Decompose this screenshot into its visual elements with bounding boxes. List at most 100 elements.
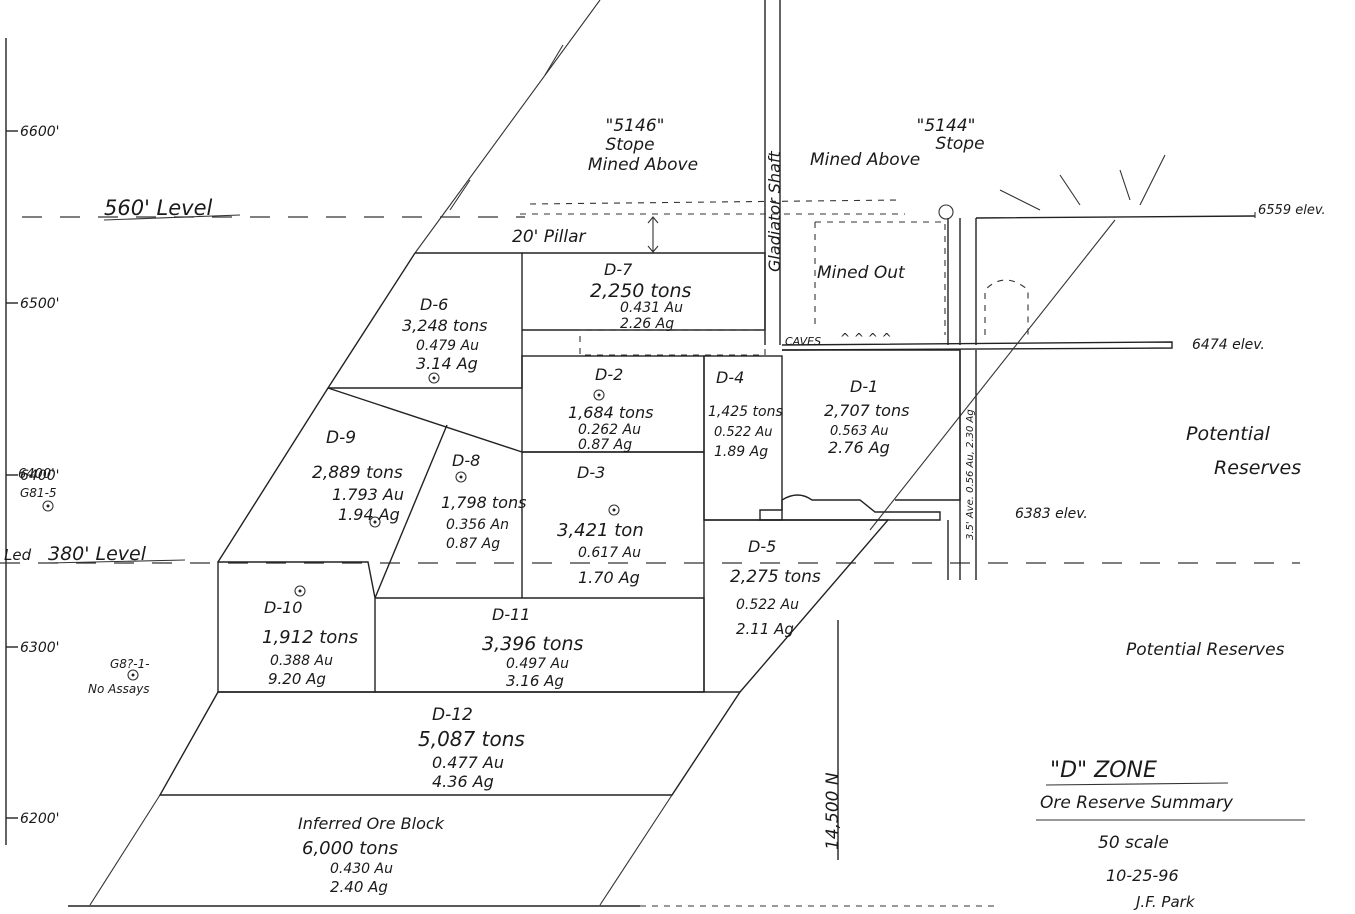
upper-drift bbox=[947, 215, 1256, 345]
level-560-label: 560' Level bbox=[104, 196, 212, 220]
d1-ag: 2.76 Ag bbox=[828, 438, 890, 457]
d7-tons: 2,250 tons bbox=[590, 280, 692, 302]
date-text: 10-25-96 bbox=[1106, 866, 1179, 885]
block-d3 bbox=[521, 451, 705, 598]
d12-tons: 5,087 tons bbox=[418, 727, 525, 751]
d2-ag: 0.87 Ag bbox=[578, 437, 632, 453]
ore-blocks bbox=[158, 252, 961, 796]
ave-assay-label: 3.5' Ave. 0.56 Au, 2.30 Ag bbox=[965, 409, 976, 540]
d1-name: D-1 bbox=[850, 377, 878, 396]
drill-g8-1-label: G8?-1- bbox=[110, 657, 150, 671]
caves-label: CAVES bbox=[785, 335, 821, 348]
stope-5144-word: Stope bbox=[935, 134, 984, 154]
stope-5144-mined: Mined Above bbox=[810, 150, 920, 170]
d9-ag: 1.94 Ag bbox=[338, 505, 400, 524]
d1-au: 0.563 Au bbox=[830, 424, 888, 439]
elev-6500: 6500' bbox=[20, 296, 59, 312]
d6-tons: 3,248 tons bbox=[402, 316, 487, 335]
inferred-ag: 2.40 Ag bbox=[330, 878, 388, 896]
mined-out-outline bbox=[814, 221, 946, 335]
d6-ag: 3.14 Ag bbox=[416, 354, 478, 373]
d11-ag: 3.16 Ag bbox=[506, 672, 564, 690]
elev-6474-label: 6474 elev. bbox=[1192, 337, 1265, 353]
d4-tons: 1,425 tons bbox=[708, 404, 783, 420]
inferred-name: Inferred Ore Block bbox=[298, 814, 445, 833]
middle-drift bbox=[781, 341, 1173, 351]
d8-au: 0.356 An bbox=[446, 517, 509, 533]
elev-6383-label: 6383 elev. bbox=[1015, 506, 1088, 522]
d7-ag: 2.26 Ag bbox=[620, 316, 674, 332]
d11-au: 0.497 Au bbox=[506, 656, 569, 672]
d3-name: D-3 bbox=[577, 463, 605, 482]
d10-au: 0.388 Au bbox=[270, 653, 333, 669]
title-text: "D" ZONE bbox=[1050, 758, 1157, 783]
d10-ag: 9.20 Ag bbox=[268, 670, 326, 688]
elev-6200: 6200' bbox=[20, 811, 59, 827]
lower-drift bbox=[759, 494, 941, 521]
d8-ag: 0.87 Ag bbox=[446, 536, 500, 552]
stope-5146-mined: Mined Above bbox=[588, 155, 698, 175]
elevation-ticks bbox=[6, 130, 18, 819]
d4-ag: 1.89 Ag bbox=[714, 444, 768, 460]
inferred-au: 0.430 Au bbox=[330, 861, 393, 877]
d8-name: D-8 bbox=[452, 451, 480, 470]
d10-name: D-10 bbox=[264, 598, 302, 617]
pillar-arrow bbox=[647, 216, 659, 253]
svg-text:^ ^ ^ ^: ^ ^ ^ ^ bbox=[840, 331, 892, 345]
block-labels: D-6 3,248 tons 0.479 Au 3.14 Ag D-7 2,25… bbox=[262, 260, 909, 896]
raise-symbol bbox=[938, 204, 954, 220]
d9-name: D-9 bbox=[326, 428, 356, 448]
elev-6400: 6400' bbox=[20, 468, 59, 484]
mined-out-label: Mined Out bbox=[817, 263, 906, 283]
stope-5144-number: "5144" bbox=[917, 116, 976, 136]
d11-tons: 3,396 tons bbox=[482, 633, 584, 655]
d5-name: D-5 bbox=[748, 537, 776, 556]
d3-ag: 1.70 Ag bbox=[578, 568, 640, 587]
stope-5146-word: Stope bbox=[605, 135, 654, 155]
drill-hole-symbols bbox=[42, 372, 620, 681]
drill-no-assays: No Assays bbox=[88, 682, 150, 696]
block-d10 bbox=[217, 561, 376, 693]
drill-g81-5-label: G81-5 bbox=[20, 486, 57, 500]
d4-au: 0.522 Au bbox=[714, 425, 772, 440]
block-d9-left bbox=[217, 387, 329, 563]
d5-ag: 2.11 Ag bbox=[736, 620, 794, 638]
d6-name: D-6 bbox=[420, 295, 448, 314]
northing-label: 14,500 N bbox=[823, 772, 843, 850]
d9-au: 1.793 Au bbox=[332, 485, 404, 504]
d5-au: 0.522 Au bbox=[736, 597, 799, 613]
d7-name: D-7 bbox=[604, 260, 633, 279]
potential-reserves-2: Potential Reserves bbox=[1126, 640, 1285, 660]
d12-au: 0.477 Au bbox=[432, 753, 504, 772]
block-d9-d8-divider bbox=[374, 424, 448, 599]
d2-tons: 1,684 tons bbox=[568, 403, 653, 422]
d10-tons: 1,912 tons bbox=[262, 627, 358, 648]
potential-reserves-1a: Potential bbox=[1186, 423, 1271, 445]
envelope-left-upper bbox=[414, 0, 601, 254]
envelope-right bbox=[869, 219, 1116, 531]
d7-au: 0.431 Au bbox=[620, 300, 683, 316]
block-d1 bbox=[782, 349, 961, 501]
arch-outline bbox=[984, 279, 1029, 335]
d2-name: D-2 bbox=[595, 365, 623, 384]
drill-g81-5-elev: 6400' bbox=[18, 467, 55, 482]
elev-6300: 6300' bbox=[20, 640, 59, 656]
potential-reserves-1b: Reserves bbox=[1214, 457, 1301, 479]
elev-6600: 6600' bbox=[20, 124, 59, 140]
stope-5146-number: "5146" bbox=[606, 116, 665, 136]
d3-au: 0.617 Au bbox=[578, 545, 641, 561]
d8-tons: 1,798 tons bbox=[441, 493, 526, 512]
d12-ag: 4.36 Ag bbox=[432, 772, 494, 791]
level-380-prefix: Led bbox=[4, 546, 32, 564]
d5-tons: 2,275 tons bbox=[730, 567, 821, 587]
d12-name: D-12 bbox=[432, 705, 473, 725]
d3-tons: 3,421 ton bbox=[557, 520, 644, 541]
d1-tons: 2,707 tons bbox=[824, 401, 909, 420]
envelope-left-lower bbox=[89, 794, 161, 906]
pillar-label: 20' Pillar bbox=[512, 227, 587, 247]
elev-6559-label: 6559 elev. bbox=[1258, 203, 1326, 218]
d9-tons: 2,889 tons bbox=[312, 463, 403, 483]
stope-floor-line bbox=[529, 199, 901, 205]
